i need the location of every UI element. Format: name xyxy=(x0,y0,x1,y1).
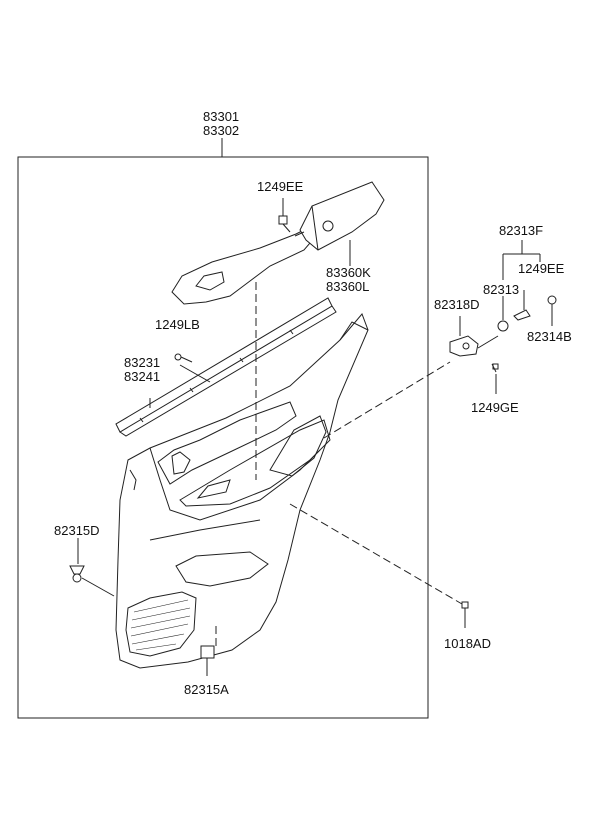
label-82313: 82313 xyxy=(483,282,520,297)
weatherstrip xyxy=(115,297,337,437)
door-panel xyxy=(115,313,369,669)
bolt-1249ee-right xyxy=(513,290,531,321)
bracket-82318d xyxy=(449,316,479,357)
screw-1018ad xyxy=(461,601,469,628)
label-82314b: 82314B xyxy=(527,329,572,344)
armrest-cover xyxy=(171,181,385,305)
label-82315d: 82315D xyxy=(54,523,100,538)
clip-82315a xyxy=(200,645,215,676)
guide-lines xyxy=(215,282,463,650)
handle-link xyxy=(477,335,499,349)
label-82315a: 82315A xyxy=(184,682,229,697)
label-1018ad: 1018AD xyxy=(444,636,491,651)
label-82318d: 82318D xyxy=(434,297,480,312)
label-83302: 83302 xyxy=(203,123,240,138)
label-83360l: 83360L xyxy=(326,279,370,294)
label-83231: 83231 xyxy=(124,355,161,370)
handle-f-leader xyxy=(502,240,541,280)
label-82313f: 82313F xyxy=(499,223,544,238)
bolt-1249lb xyxy=(174,353,193,363)
label-1249ee-right: 1249EE xyxy=(518,261,565,276)
cap-82314b xyxy=(547,295,557,326)
label-83301: 83301 xyxy=(203,109,240,124)
label-1249ee-top: 1249EE xyxy=(257,179,304,194)
label-1249lb: 1249LB xyxy=(155,317,200,332)
label-1249ge: 1249GE xyxy=(471,400,519,415)
bolt-1249ge xyxy=(491,363,499,394)
assembly-frame xyxy=(17,156,429,719)
label-83360k: 83360K xyxy=(326,265,371,280)
clip-82315d xyxy=(69,538,115,597)
bolt-1249ee-top xyxy=(278,198,291,233)
label-83241: 83241 xyxy=(124,369,161,384)
handle-82313 xyxy=(497,296,509,332)
